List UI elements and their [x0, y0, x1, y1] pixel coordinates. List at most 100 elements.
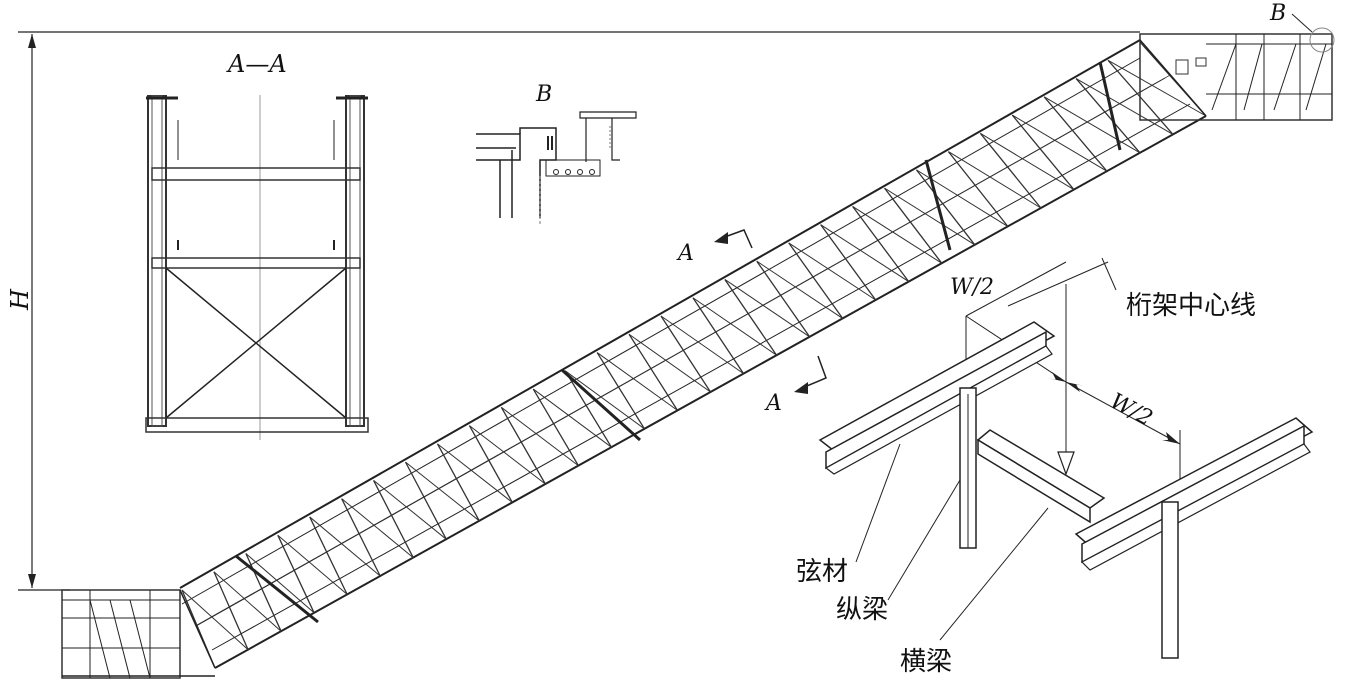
truss-member — [788, 242, 844, 319]
truss-member — [564, 370, 645, 430]
truss-member — [724, 279, 810, 338]
truss-member — [812, 258, 846, 278]
truss-member — [660, 315, 744, 375]
truss-member — [660, 315, 712, 393]
lower-landing — [61, 589, 216, 679]
truss-member — [1012, 114, 1108, 172]
height-dimension: H — [6, 31, 1140, 591]
truss-member — [553, 404, 587, 424]
truss-member — [309, 516, 381, 577]
truss-member — [1043, 96, 1108, 172]
truss-member — [596, 352, 645, 430]
section-cut-arrow-bottom: A — [764, 355, 827, 416]
truss-member — [650, 349, 684, 369]
truss-member — [532, 388, 612, 448]
truss-member — [309, 516, 348, 595]
chord-right — [1074, 417, 1314, 659]
chord-left — [818, 321, 1056, 475]
truss-member — [196, 606, 230, 626]
beam-isometric-detail: 桁架中心线 W/2 W/2 — [796, 257, 1314, 677]
truss-member — [780, 276, 814, 296]
truss-member — [341, 498, 414, 558]
truss-member — [618, 368, 652, 388]
truss-member — [715, 313, 749, 333]
truss-member — [1039, 129, 1073, 149]
section-aa-title: A—A — [226, 50, 287, 78]
chord-label: 弦材 — [796, 557, 848, 587]
truss-member — [229, 588, 262, 608]
truss-member — [756, 260, 811, 338]
truss-member — [500, 407, 546, 485]
truss-member — [213, 571, 282, 632]
truss-member — [261, 569, 295, 589]
callout-b-label: B — [1269, 1, 1286, 26]
cross-beam-label: 横梁 — [900, 647, 952, 677]
longitudinal-beam — [959, 387, 977, 549]
truss-member — [683, 331, 716, 351]
truss-member — [596, 352, 678, 411]
truss-member — [724, 279, 778, 356]
truss-member — [628, 333, 711, 393]
truss-member — [692, 297, 745, 374]
truss-member — [181, 589, 249, 650]
truss-member — [293, 551, 327, 571]
truss-web-members — [181, 41, 1207, 669]
truss-member — [373, 480, 447, 540]
truss-member — [1107, 59, 1207, 117]
truss-member — [213, 571, 249, 650]
truss-member — [405, 461, 480, 522]
truss-member — [245, 553, 315, 614]
truss-member — [884, 187, 943, 264]
truss-member — [1011, 114, 1075, 191]
truss-member — [1007, 148, 1041, 168]
truss-member — [423, 478, 457, 498]
truss-member — [756, 260, 843, 319]
detail-b-view: B — [476, 82, 637, 224]
truss-member — [877, 221, 911, 241]
truss-member — [488, 441, 522, 461]
cut-arrow-top-label: A — [676, 241, 694, 266]
truss-member — [747, 294, 781, 314]
upper-landing — [1139, 27, 1335, 121]
truss-member — [456, 459, 489, 479]
truss-member — [947, 151, 1009, 227]
truss-member — [980, 132, 1075, 191]
truss-member — [277, 534, 315, 614]
truss-member — [585, 386, 619, 406]
cross-beam — [976, 429, 1106, 524]
truss-member — [436, 443, 480, 522]
truss-member — [373, 480, 414, 558]
truss-member — [341, 498, 381, 577]
truss-member — [788, 242, 876, 301]
truss-member — [1137, 74, 1170, 94]
truss-member — [845, 239, 879, 259]
truss-member — [520, 423, 554, 443]
truss-member — [884, 187, 976, 246]
detail-b-title: B — [535, 82, 552, 107]
detail-b-callout: B — [1269, 1, 1313, 33]
truss-member — [277, 534, 348, 595]
truss-member — [1072, 111, 1106, 131]
height-label: H — [6, 288, 34, 311]
truss-member — [469, 425, 546, 485]
truss-member — [358, 514, 392, 534]
truss-member — [326, 533, 360, 553]
truss-member — [852, 206, 910, 282]
detail-b-circle — [1309, 27, 1335, 53]
truss-member — [852, 205, 943, 264]
truss-member — [532, 388, 579, 466]
truss-member — [437, 443, 513, 503]
w-half-label-1: W/2 — [950, 275, 994, 300]
section-aa-view: A—A — [145, 50, 369, 440]
truss-member — [1075, 78, 1174, 135]
truss-member — [820, 224, 877, 301]
truss-member — [501, 406, 579, 466]
truss-member — [1043, 96, 1141, 154]
truss-member — [692, 297, 777, 356]
truss-member — [942, 184, 976, 204]
truss-member — [245, 553, 282, 632]
truss-member — [1075, 78, 1141, 154]
truss-member — [974, 166, 1008, 186]
truss-member — [404, 461, 447, 540]
